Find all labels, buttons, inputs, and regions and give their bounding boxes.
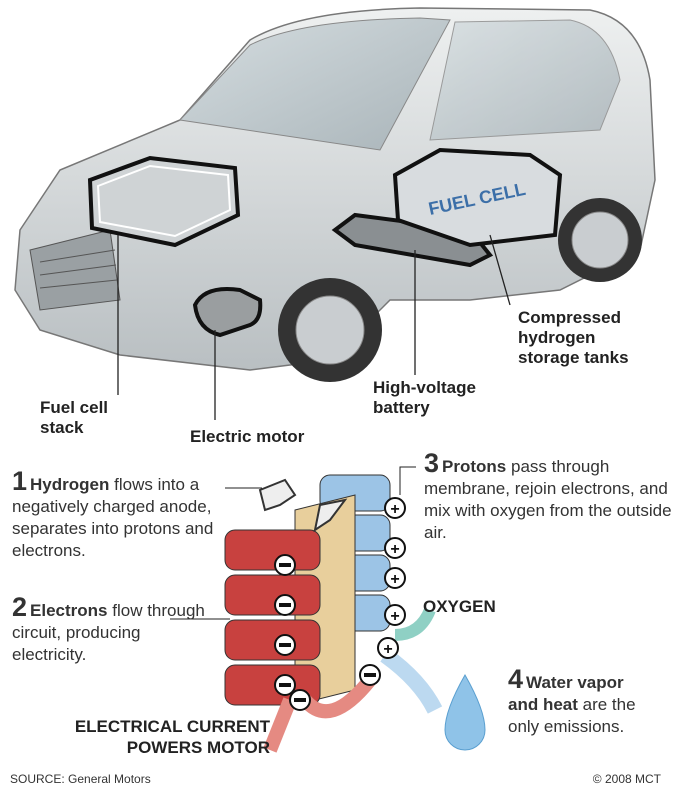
label-electric-motor: Electric motor: [190, 427, 305, 446]
proton-arrow: [313, 498, 348, 533]
step-text: flow through circuit, producing electric…: [12, 601, 205, 664]
oxygen-arrow: [394, 607, 436, 641]
water-drop-icon: [444, 673, 486, 751]
battery-outline: [331, 212, 494, 268]
step-title: Water vapor and heat: [508, 673, 624, 714]
step-title: Protons: [442, 457, 507, 476]
current-arrow: [263, 697, 297, 753]
step-number: 2: [12, 592, 28, 622]
copyright: © 2008 MCT: [592, 772, 661, 786]
callout-lines: [117, 234, 511, 420]
label-fuel-cell-stack: Fuel cell stack: [40, 398, 109, 437]
source-credit: SOURCE: General Motors: [10, 772, 151, 786]
electric-motor-outline: [192, 287, 263, 338]
svg-text:+: +: [390, 501, 399, 518]
wheels: [278, 198, 642, 382]
water-arrow: [380, 648, 443, 714]
charge-signs: + + + + +: [274, 497, 406, 711]
label-tanks: Compressed hydrogen storage tanks: [518, 308, 629, 367]
step-text: flows into a negatively charged anode, s…: [12, 475, 214, 560]
svg-text:+: +: [390, 541, 399, 558]
current-loop-arrow: [299, 675, 376, 719]
fuel-cell-stack-outline: [87, 155, 241, 248]
label-battery: High-voltage battery: [373, 378, 476, 417]
step-leader-lines: [170, 466, 416, 620]
svg-text:+: +: [383, 641, 392, 658]
anode-plates: [224, 529, 321, 706]
step-number: 1: [12, 466, 28, 496]
svg-text:+: +: [390, 608, 399, 625]
step-title: Electrons: [30, 601, 108, 620]
step-number: 3: [424, 448, 440, 478]
car-body: [14, 7, 656, 371]
step-text: pass through membrane, rejoin electrons,…: [424, 457, 672, 542]
fuel-cell-diagram: + + + + +: [224, 474, 486, 753]
car-cutaway-illustration: FUEL CELL: [14, 7, 656, 420]
step-number: 4: [508, 664, 524, 694]
oxygen-label: OXYGEN: [423, 597, 496, 616]
svg-text:+: +: [390, 571, 399, 588]
step-title: Hydrogen: [30, 475, 110, 494]
current-label: ELECTRICAL CURRENT POWERS MOTOR: [74, 717, 270, 757]
step-text: are the only emissions.: [508, 695, 636, 736]
hydrogen-arrow: [258, 478, 297, 512]
hydrogen-tanks-outline: FUEL CELL: [392, 147, 563, 248]
